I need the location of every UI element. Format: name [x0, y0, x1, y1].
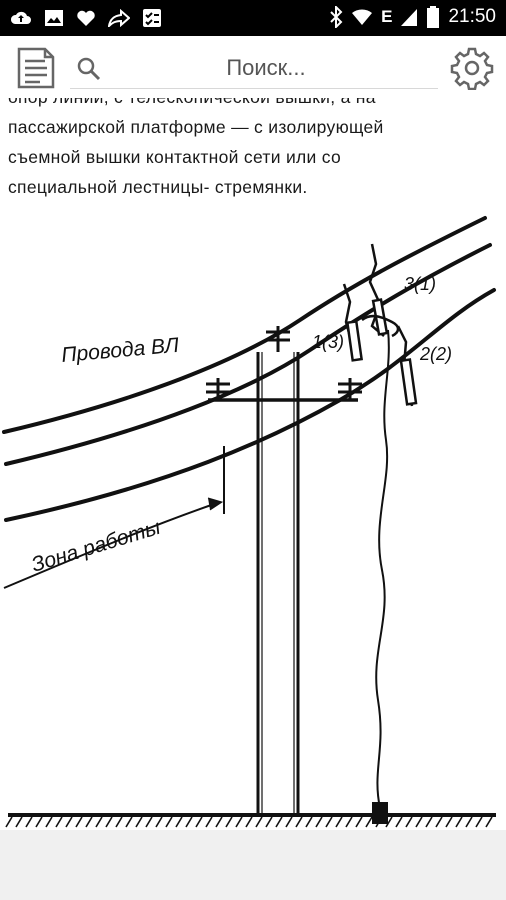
status-bar-system: E 21:50	[329, 6, 496, 28]
clamp-label-2: 2(2)	[419, 344, 452, 364]
ground-hatch-mark	[145, 816, 153, 828]
image-icon	[45, 10, 63, 26]
toolbar	[0, 36, 506, 98]
ground-hatch-mark	[65, 816, 73, 828]
article-line: пассажирской платформе — с изолирующей	[8, 117, 384, 137]
signal-icon	[401, 9, 418, 26]
clamp-label-3: 3(1)	[404, 274, 436, 294]
ground-hatch-mark	[455, 816, 463, 828]
pole	[206, 326, 362, 815]
ground-hatch-mark	[75, 816, 83, 828]
battery-icon	[427, 6, 440, 28]
work-zone-dimension	[3, 446, 225, 589]
overhead-line-figure: Провода ВЛ Зона работы 1(3) 2(2) 3(1)	[2, 216, 496, 828]
ground-hatch-mark	[365, 816, 373, 828]
ground-hatch-mark	[475, 816, 483, 828]
ground-hatch-mark	[245, 816, 253, 828]
ground-hatch-mark	[335, 816, 343, 828]
ground-hatch-mark	[125, 816, 133, 828]
cloud-upload-icon	[10, 11, 31, 24]
ground-line	[5, 813, 496, 828]
ground-hatch-mark	[175, 816, 183, 828]
wire-top	[2, 216, 487, 434]
search-input[interactable]	[110, 48, 422, 88]
article-content: опор линии, с телескопической вышки, а н…	[0, 98, 506, 830]
ground-hatch-mark	[415, 816, 423, 828]
bottom-empty-area	[0, 830, 506, 900]
ground-hatch-mark	[265, 816, 273, 828]
ground-hatch-mark	[315, 816, 323, 828]
ground-hatch-mark	[345, 816, 353, 828]
ground-hatch-mark	[55, 816, 63, 828]
ground-hatch-mark	[295, 816, 303, 828]
ground-hatch-mark	[445, 816, 453, 828]
ground-hatch-mark	[395, 816, 403, 828]
ground-hatch-mark	[425, 816, 433, 828]
ground-hatch-mark	[285, 816, 293, 828]
ground-hatch-mark	[15, 816, 23, 828]
clamp-label-1: 1(3)	[312, 332, 344, 352]
share-icon	[108, 9, 130, 27]
checklist-icon	[143, 9, 161, 27]
wire-middle	[4, 243, 492, 466]
wires-label: Провода ВЛ	[60, 334, 180, 367]
heart-icon	[77, 10, 95, 26]
ground-hatch-mark	[255, 816, 263, 828]
network-type: E	[381, 7, 393, 26]
ground-hatch-mark	[205, 816, 213, 828]
ground-hatch-mark	[435, 816, 443, 828]
ground-hatch-mark	[225, 816, 233, 828]
status-bar: E 21:50	[0, 0, 506, 36]
ground-hatch-mark	[325, 816, 333, 828]
ground-hatch-mark	[165, 816, 173, 828]
ground-hatch-mark	[135, 816, 143, 828]
article-line: специальной лестницы- стремянки.	[8, 177, 308, 197]
ground-hatch-mark	[35, 816, 43, 828]
grounding-clamps	[342, 243, 418, 407]
ground-hatch-mark	[185, 816, 193, 828]
ground-hatch-mark	[95, 816, 103, 828]
status-bar-notifications	[10, 8, 162, 28]
ground-cable	[375, 329, 390, 809]
ground-hatch-mark	[45, 816, 53, 828]
ground-hatch-mark	[405, 816, 413, 828]
wifi-icon	[352, 9, 373, 25]
work-zone-label: Зона работы	[29, 516, 164, 577]
article-text: опор линии, с телескопической вышки, а н…	[8, 98, 498, 202]
ground-hatch-mark	[385, 816, 393, 828]
article-line: опор линии, с телескопической вышки, а н…	[8, 98, 498, 112]
search-icon[interactable]	[76, 56, 102, 82]
wire-bottom	[4, 288, 496, 522]
ground-hatch-mark	[355, 816, 363, 828]
document-icon	[17, 47, 55, 89]
article-line: съемной вышки контактной сети или со	[8, 147, 342, 167]
clamp-3	[368, 243, 385, 337]
ground-hatch-mark	[375, 816, 383, 828]
ground-hatch-mark	[275, 816, 283, 828]
ground-hatch-mark	[5, 816, 13, 828]
bluetooth-icon	[330, 6, 343, 28]
document-button[interactable]	[16, 46, 56, 90]
ground-hatch-mark	[215, 816, 223, 828]
ground-hatch-mark	[105, 816, 113, 828]
search-box[interactable]	[70, 48, 438, 89]
ground-hatch-mark	[115, 816, 123, 828]
ground-hatch-mark	[85, 816, 93, 828]
ground-hatch-mark	[25, 816, 33, 828]
ground-hatch-mark	[465, 816, 473, 828]
ground-hatch-mark	[195, 816, 203, 828]
ground-hatch-mark	[485, 816, 493, 828]
ground-hatch-mark	[155, 816, 163, 828]
settings-button[interactable]	[450, 46, 494, 91]
clock: 21:50	[448, 6, 496, 27]
ground-hatch-mark	[305, 816, 313, 828]
ground-hatch-mark	[235, 816, 243, 828]
gear-icon	[450, 47, 494, 91]
